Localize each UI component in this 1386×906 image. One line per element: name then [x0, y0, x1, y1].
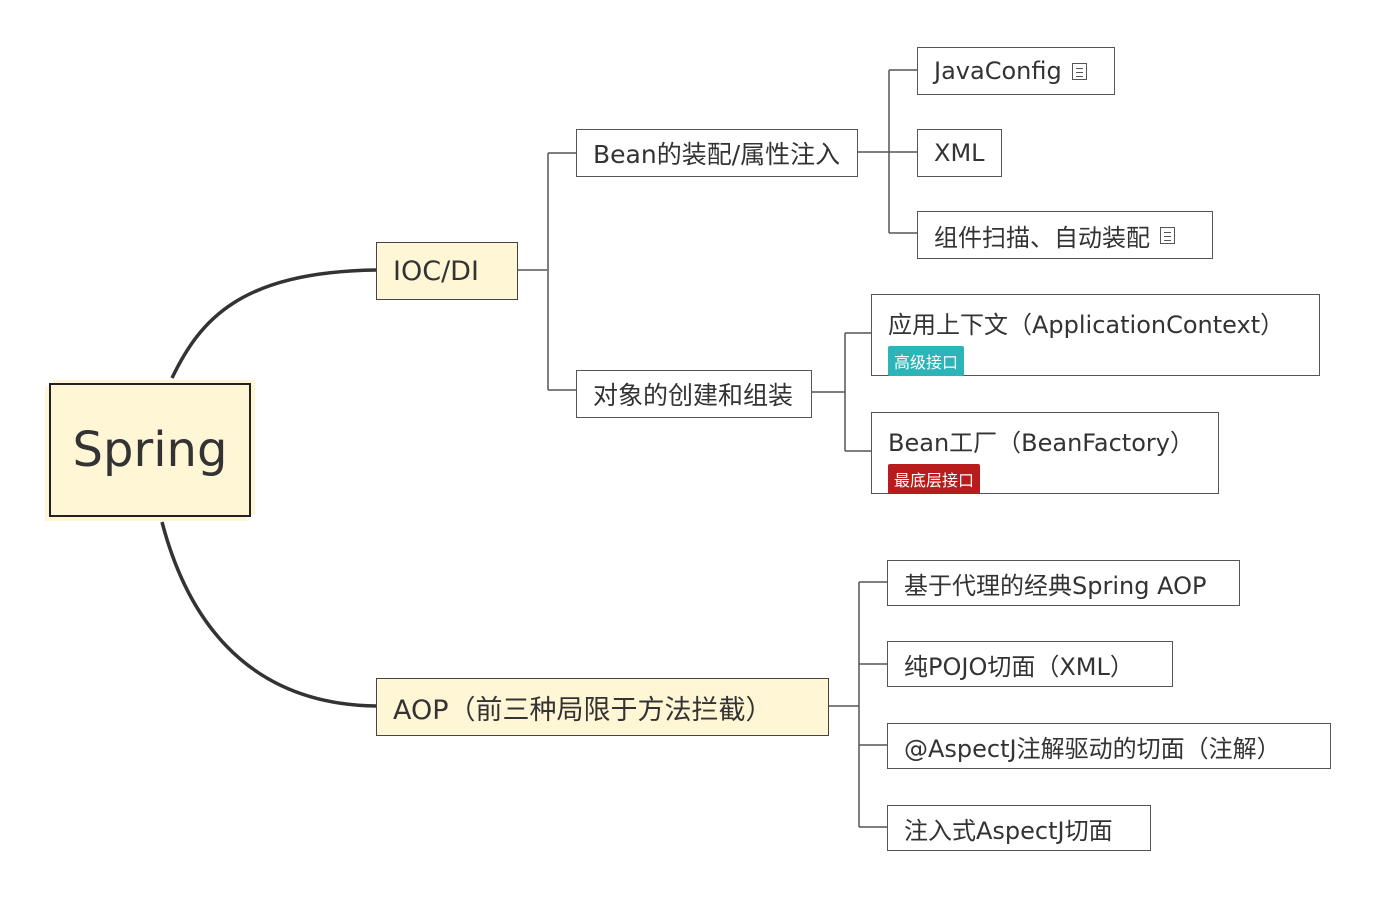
- assembly-label: Bean的装配/属性注入: [593, 140, 841, 169]
- ioc-node[interactable]: IOC/DI: [376, 242, 518, 300]
- app-context-label: 应用上下文（ApplicationContext）: [888, 311, 1285, 339]
- aop-label: AOP（前三种局限于方法拦截）: [393, 694, 773, 726]
- bean-factory-label: Bean工厂（BeanFactory）: [888, 429, 1194, 457]
- app-context-node[interactable]: 应用上下文（ApplicationContext） 高级接口: [871, 294, 1320, 376]
- connector-creation: [812, 332, 871, 452]
- javaconfig-label: JavaConfig: [934, 57, 1062, 85]
- component-scan-node[interactable]: 组件扫描、自动装配: [917, 211, 1213, 259]
- aop-pojo-node[interactable]: 纯POJO切面（XML）: [887, 641, 1173, 687]
- aop-proxy-node[interactable]: 基于代理的经典Spring AOP: [887, 560, 1240, 606]
- aop-aspectj-annotation-label: @AspectJ注解驱动的切面（注解）: [904, 734, 1281, 763]
- aop-aspectj-annotation-node[interactable]: @AspectJ注解驱动的切面（注解）: [887, 723, 1331, 769]
- aop-proxy-label: 基于代理的经典Spring AOP: [904, 571, 1207, 600]
- connector-assembly: [858, 69, 917, 234]
- connector-root-ioc: [170, 268, 377, 379]
- root-node[interactable]: Spring: [49, 383, 251, 517]
- note-icon[interactable]: [1071, 62, 1087, 80]
- aop-injected-aspectj-node[interactable]: 注入式AspectJ切面: [887, 805, 1151, 851]
- aop-injected-aspectj-label: 注入式AspectJ切面: [904, 816, 1113, 845]
- xml-node[interactable]: XML: [917, 129, 1002, 177]
- connector-ioc: [518, 152, 576, 391]
- note-icon[interactable]: [1160, 226, 1175, 244]
- creation-node[interactable]: 对象的创建和组装: [576, 370, 812, 418]
- aop-pojo-label: 纯POJO切面（XML）: [904, 652, 1134, 681]
- root-label: Spring: [72, 422, 228, 478]
- xml-label: XML: [934, 139, 985, 167]
- connector-root-aop: [160, 521, 377, 708]
- aop-node[interactable]: AOP（前三种局限于方法拦截）: [376, 678, 829, 736]
- ioc-label: IOC/DI: [393, 255, 479, 287]
- app-context-tag: 高级接口: [888, 346, 965, 376]
- bean-factory-tag: 最底层接口: [888, 464, 981, 494]
- bean-factory-node[interactable]: Bean工厂（BeanFactory） 最底层接口: [871, 412, 1219, 494]
- component-scan-label: 组件扫描、自动装配: [934, 223, 1150, 252]
- creation-label: 对象的创建和组装: [593, 381, 794, 410]
- javaconfig-node[interactable]: JavaConfig: [917, 47, 1115, 95]
- connector-aop: [829, 581, 887, 828]
- assembly-node[interactable]: Bean的装配/属性注入: [576, 129, 858, 177]
